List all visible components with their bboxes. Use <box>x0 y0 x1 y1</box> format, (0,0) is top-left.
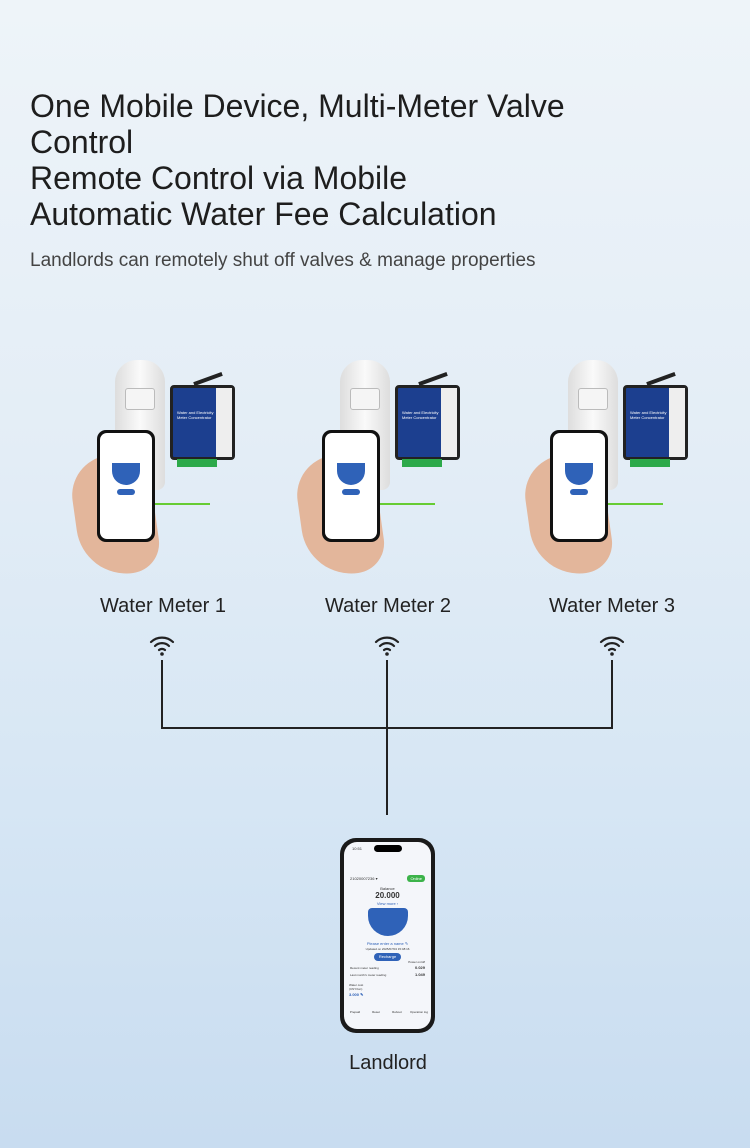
connector-line <box>386 660 388 815</box>
action-operation-log[interactable]: Operation log <box>409 1010 428 1014</box>
meter-label-3: Water Meter 3 <box>549 595 675 617</box>
water-gauge <box>368 908 408 936</box>
phone-image <box>322 430 380 542</box>
recharge-button[interactable]: Recharge <box>374 953 401 961</box>
subtitle: Landlords can remotely shut off valves &… <box>30 250 536 271</box>
meter-label-2: Water Meter 2 <box>325 595 451 617</box>
concentrator-image: Water and Electricity Meter Concentrator <box>623 385 688 467</box>
phone-image <box>550 430 608 542</box>
meter-group-2: Water and Electricity Meter Concentrator <box>292 355 470 580</box>
wifi-icon <box>374 636 400 656</box>
concentrator-image: Water and Electricity Meter Concentrator <box>170 385 235 467</box>
phone-image <box>97 430 155 542</box>
action-prepaid[interactable]: Prepaid <box>349 1010 361 1014</box>
action-reboot[interactable]: Reboot <box>392 1010 402 1014</box>
meter-group-3: Water and Electricity Meter Concentrator <box>520 355 698 580</box>
wifi-icon <box>149 636 175 656</box>
meter-group-1: Water and Electricity Meter Concentrator <box>67 355 245 580</box>
connector-line <box>611 660 613 727</box>
headline: One Mobile Device, Multi-Meter Valve Con… <box>30 88 565 232</box>
meter-label-1: Water Meter 1 <box>100 595 226 617</box>
connector-line <box>161 660 163 727</box>
online-badge: Online <box>407 875 425 882</box>
landlord-label: Landlord <box>349 1052 427 1074</box>
concentrator-image: Water and Electricity Meter Concentrator <box>395 385 460 467</box>
wifi-icon <box>599 636 625 656</box>
landlord-phone: 10:51 21020007236 ▾ Online Balance 20.00… <box>340 838 435 1033</box>
action-reset[interactable]: Reset <box>372 1010 380 1014</box>
